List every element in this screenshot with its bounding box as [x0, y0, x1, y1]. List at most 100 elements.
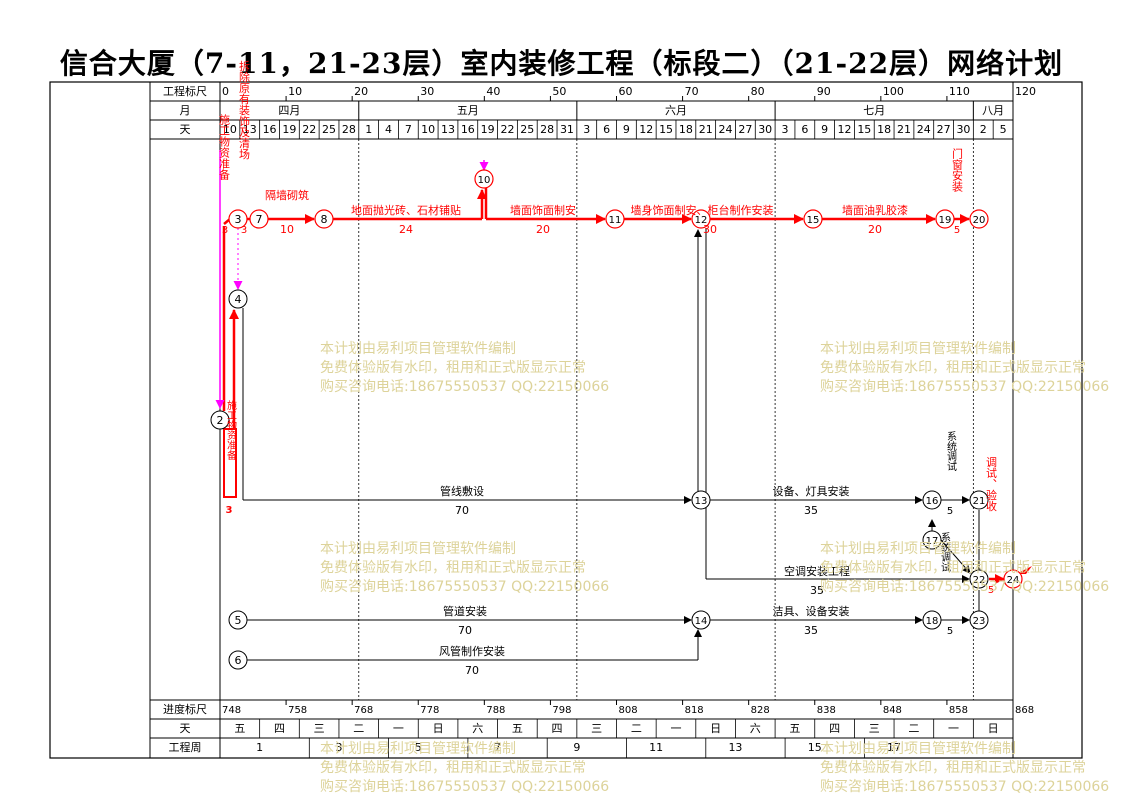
scale-row-label: 工程标尺: [163, 84, 207, 98]
progress-tick-label: 838: [817, 705, 836, 716]
weekday-cell: 二: [631, 722, 642, 735]
month-row-label: 月: [180, 104, 191, 117]
weekday-cell: 二: [353, 722, 364, 735]
svg-text:11: 11: [609, 215, 622, 226]
day-cell: 12: [837, 123, 851, 136]
outer-frame: [49, 81, 1083, 759]
watermark-5: 本计划由易利项目管理软件编制免费体验版有水印，租用和正式版显示正常购买咨询电话:…: [320, 741, 610, 795]
dur-doors: 5: [954, 225, 960, 236]
week-row-label: 工程周: [169, 741, 202, 754]
node-19: 19: [935, 209, 955, 229]
node-24: 24: [1003, 569, 1023, 589]
node-21: 21: [969, 490, 989, 510]
label-sys-test-1: 系统调试: [945, 431, 957, 471]
label-wall-finish: 墙面饰面制安: [510, 203, 576, 217]
weekday-cell: 五: [789, 722, 800, 735]
weekday-cell: 五: [234, 722, 245, 735]
label-demolish: 拆除原有装饰及清场: [238, 59, 251, 160]
progress-tick-label: 798: [552, 705, 571, 716]
dur-demolish: 3: [241, 225, 247, 236]
day-cell: 10: [223, 123, 237, 136]
weekday-cell: 一: [948, 722, 959, 735]
day-cell: 6: [801, 123, 808, 136]
progress-tick-label: 868: [1015, 705, 1034, 716]
svg-text:17: 17: [926, 536, 939, 547]
svg-text:20: 20: [973, 215, 986, 226]
scale-tick-label: 40: [486, 85, 500, 98]
day-cell: 9: [623, 123, 630, 136]
dur-commission: 5: [988, 585, 994, 596]
day-cell: 31: [560, 123, 574, 136]
label-floor: 地面抛光砖、石材铺贴: [351, 203, 461, 217]
weekday-cell: 日: [710, 722, 721, 735]
svg-text:7: 7: [256, 213, 263, 226]
day-cell: 27: [738, 123, 752, 136]
node-8: 8: [314, 209, 334, 229]
day-cell: 24: [719, 123, 733, 136]
day-cell: 12: [639, 123, 653, 136]
week-cell: 7: [494, 741, 501, 754]
label-doors: 门窗安装: [951, 147, 964, 193]
progress-tick-label: 858: [949, 705, 968, 716]
day-cell: 30: [758, 123, 772, 136]
week-cell: 17: [887, 741, 901, 754]
label-ducts: 风管制作安装: [439, 644, 505, 658]
node-18: 18: [922, 610, 942, 630]
svg-text:18: 18: [926, 616, 939, 627]
week-cell: 5: [415, 741, 422, 754]
progress-tick-label: 808: [619, 705, 638, 716]
node-22: 22: [969, 569, 989, 589]
dur-wall-cabinet: 30: [703, 223, 717, 236]
weekday-cell: 三: [869, 722, 880, 735]
label-commission: 调试、验收: [985, 456, 998, 512]
scale-tick-label: 80: [751, 85, 765, 98]
weekday-cell: 日: [988, 722, 999, 735]
day-cell: 21: [699, 123, 713, 136]
svg-text:24: 24: [1007, 575, 1020, 586]
node-23: 23: [969, 610, 989, 630]
day-cell: 10: [421, 123, 435, 136]
dur-sys-test-2: 5: [947, 626, 953, 637]
month-cell: 六月: [665, 104, 687, 117]
watermark-4: 本计划由易利项目管理软件编制免费体验版有水印，租用和正式版显示正常购买咨询电话:…: [820, 541, 1110, 595]
day-cell: 21: [897, 123, 911, 136]
node-10: 10: [474, 169, 494, 189]
day-cell: 28: [342, 123, 356, 136]
svg-text:8: 8: [321, 213, 328, 226]
progress-tick-label: 828: [751, 705, 770, 716]
activity-labels: 施工物资准备 3 拆除原有装饰及清场 3 隔墙砌筑 10 地面抛光砖、石材铺贴 …: [218, 59, 998, 677]
month-divider-lines: [358, 139, 974, 700]
day-cell: 3: [782, 123, 789, 136]
dur-hvac: 35: [810, 584, 824, 597]
label-fixtures: 洁具、设备安装: [773, 604, 850, 618]
weekday-cell: 三: [314, 722, 325, 735]
day-cell: 16: [263, 123, 277, 136]
day-cell: 5: [1000, 123, 1007, 136]
progress-tick-label: 768: [354, 705, 373, 716]
svg-text:21: 21: [973, 496, 986, 507]
weekday-cell: 六: [750, 722, 761, 735]
scale-tick-label: 90: [817, 85, 831, 98]
svg-text:19: 19: [939, 215, 952, 226]
scale-tick-label: 0: [222, 85, 229, 98]
day-cell: 7: [405, 123, 412, 136]
day-cell: 9: [821, 123, 828, 136]
node-4: 4: [228, 289, 248, 309]
node-15: 15: [803, 209, 823, 229]
progress-tick-label: 758: [288, 705, 307, 716]
label-paint: 墙面油乳胶漆: [842, 203, 908, 217]
svg-text:4: 4: [235, 293, 242, 306]
svg-text:3: 3: [235, 213, 242, 226]
svg-text:23: 23: [973, 616, 986, 627]
label-sys-test-2: 系统调试: [939, 532, 951, 572]
dur-wall-finish: 20: [536, 223, 550, 236]
day-cell: 30: [956, 123, 970, 136]
progress-tick-label: 778: [420, 705, 439, 716]
scale-tick-label: 100: [883, 85, 904, 98]
activity-arrows: [215, 150, 1032, 661]
day-cell: 15: [857, 123, 871, 136]
bar-2-4: [223, 428, 237, 498]
week-cell: 3: [335, 741, 342, 754]
